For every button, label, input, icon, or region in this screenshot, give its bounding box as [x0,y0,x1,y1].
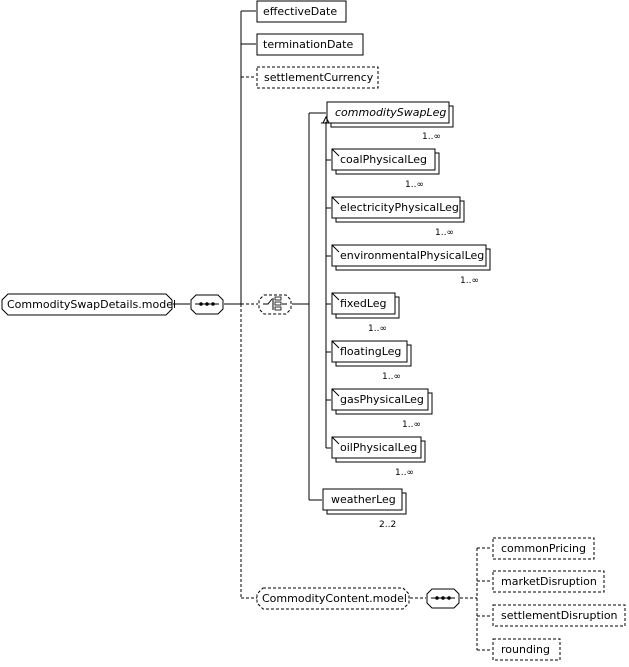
svg-text:1..∞: 1..∞ [460,276,479,286]
svg-text:rounding: rounding [501,643,550,656]
svg-text:1..∞: 1..∞ [368,324,387,334]
svg-text:commoditySwapLeg: commoditySwapLeg [335,106,446,119]
svg-text:effectiveDate: effectiveDate [263,5,337,18]
element-settlementCurrency[interactable]: settlementCurrency [256,66,379,89]
element-rounding[interactable]: rounding [492,638,561,661]
content-sequence-compositor-icon[interactable] [426,588,460,609]
element-coalPhysicalLeg[interactable]: coalPhysicalLeg 1..∞ [331,148,440,190]
element-electricityPhysicalLeg[interactable]: electricityPhysicalLeg 1..∞ [331,196,465,238]
element-effectiveDate[interactable]: effectiveDate [256,0,347,23]
svg-text:1..∞: 1..∞ [395,468,414,478]
element-settlementDisruption[interactable]: settlementDisruption [492,604,626,627]
svg-text:1..∞: 1..∞ [435,228,454,238]
svg-text:marketDisruption: marketDisruption [501,575,597,588]
svg-text:settlementCurrency: settlementCurrency [264,71,374,84]
element-marketDisruption[interactable]: marketDisruption [492,570,605,593]
connector-lines [173,10,492,651]
element-commonPricing[interactable]: commonPricing [492,537,595,560]
sequence-compositor-icon[interactable] [190,294,224,315]
choice-compositor-icon[interactable] [258,294,292,315]
svg-text:environmentalPhysicalLeg: environmentalPhysicalLeg [340,249,484,262]
element-oilPhysicalLeg[interactable]: oilPhysicalLeg 1..∞ [331,436,426,478]
svg-text:settlementDisruption: settlementDisruption [501,609,618,622]
element-floatingLeg[interactable]: floatingLeg 1..∞ [331,340,412,382]
svg-text:oilPhysicalLeg: oilPhysicalLeg [340,441,417,454]
svg-text:CommodityContent.model: CommodityContent.model [262,592,407,605]
svg-text:commonPricing: commonPricing [501,542,586,555]
svg-text:fixedLeg: fixedLeg [340,297,387,310]
svg-text:terminationDate: terminationDate [263,38,353,51]
svg-text:2..2: 2..2 [379,520,396,530]
root-model-group[interactable]: CommoditySwapDetails.model [1,293,176,316]
svg-text:1..∞: 1..∞ [402,420,421,430]
svg-text:floatingLeg: floatingLeg [340,345,401,358]
svg-text:1..∞: 1..∞ [382,372,401,382]
svg-text:coalPhysicalLeg: coalPhysicalLeg [340,153,427,166]
svg-text:weatherLeg: weatherLeg [331,493,396,506]
element-gasPhysicalLeg[interactable]: gasPhysicalLeg 1..∞ [331,388,433,430]
element-environmentalPhysicalLeg[interactable]: environmentalPhysicalLeg 1..∞ [331,244,491,286]
element-weatherLeg[interactable]: weatherLeg 2..2 [322,488,407,530]
svg-text:electricityPhysicalLeg: electricityPhysicalLeg [340,201,459,214]
root-model-label: CommoditySwapDetails.model [7,298,176,311]
svg-text:1..∞: 1..∞ [405,180,424,190]
element-terminationDate[interactable]: terminationDate [256,33,364,56]
element-fixedLeg[interactable]: fixedLeg 1..∞ [331,292,400,334]
svg-text:1..∞: 1..∞ [422,132,441,142]
svg-text:gasPhysicalLeg: gasPhysicalLeg [340,393,424,406]
content-model-group[interactable]: CommodityContent.model [256,587,410,610]
element-commoditySwapLeg[interactable]: commoditySwapLeg 1..∞ [321,101,454,142]
